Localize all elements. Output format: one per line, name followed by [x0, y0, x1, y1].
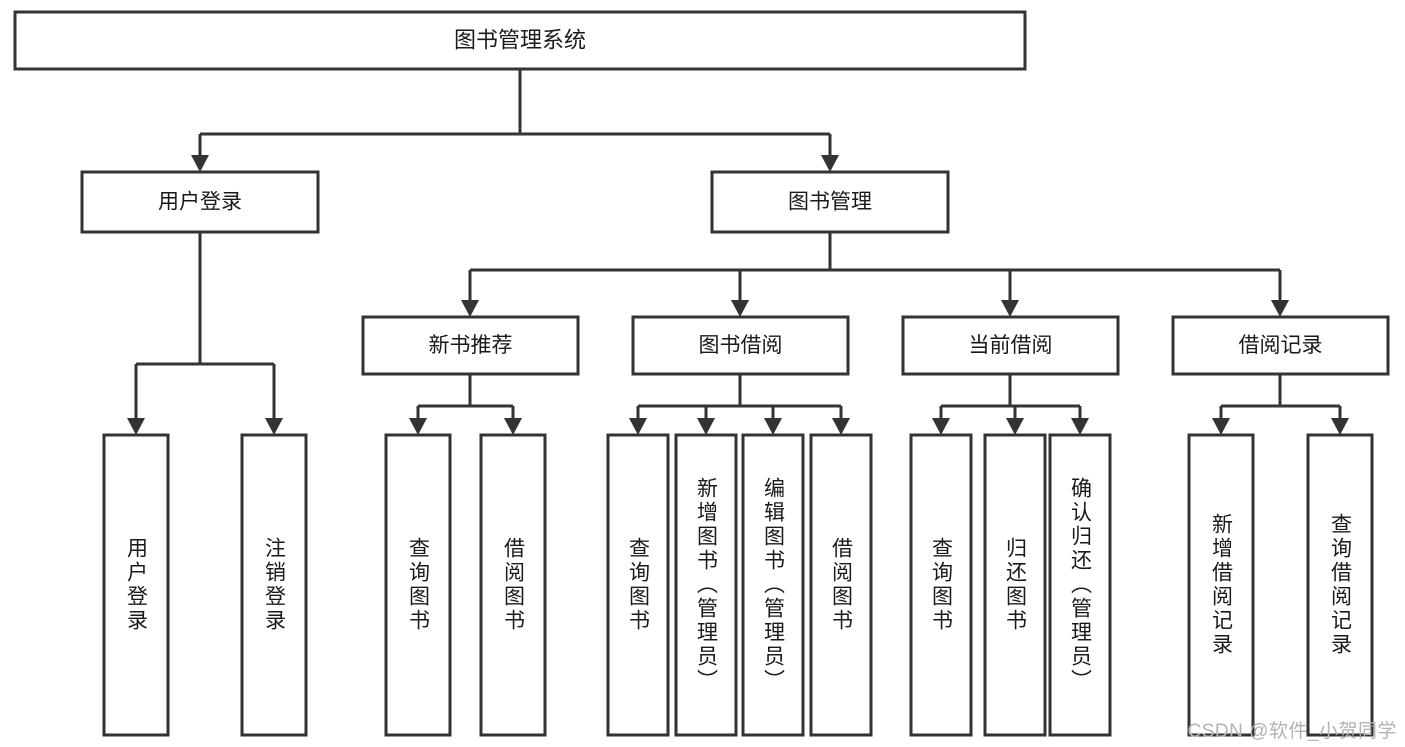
leaf-node-box[interactable] — [1048, 433, 1112, 737]
level3-node-box[interactable] — [361, 315, 580, 376]
leaf-node-借阅图书 — [809, 433, 873, 737]
level2-node-box[interactable] — [80, 170, 320, 234]
arrow-head-icon — [191, 155, 209, 172]
leaf-node-box[interactable] — [1187, 433, 1255, 737]
level3-node-图书借阅: 图书借阅 — [631, 315, 850, 376]
arrow-head-icon — [265, 418, 283, 435]
level2-node-图书管理: 图书管理 — [710, 170, 950, 234]
arrow-head-icon — [504, 418, 522, 435]
level3-node-label: 图书借阅 — [699, 334, 783, 357]
leaf-node-用户登录 — [102, 433, 170, 737]
connector-arrow — [461, 270, 479, 317]
connector-arrow — [764, 406, 782, 435]
leaf-node-查询借阅记录 — [1306, 433, 1374, 737]
level3-node-box[interactable] — [1171, 315, 1390, 376]
connector-arrow — [832, 406, 850, 435]
leaf-node-box[interactable] — [240, 433, 308, 737]
arrow-head-icon — [1001, 300, 1019, 317]
connector-arrow — [1001, 270, 1019, 317]
connector-arrow — [1071, 406, 1089, 435]
connector-arrow — [629, 406, 647, 435]
leaf-node-box[interactable] — [983, 433, 1047, 737]
leaf-node-查询图书 — [606, 433, 670, 737]
root-node-label: 图书管理系统 — [454, 27, 586, 52]
arrow-head-icon — [1212, 418, 1230, 435]
level3-node-新书推荐: 新书推荐 — [361, 315, 580, 376]
leaf-node-查询图书 — [384, 433, 452, 737]
connector-arrow — [127, 364, 145, 435]
leaf-node-查询图书 — [909, 433, 973, 737]
level3-node-借阅记录: 借阅记录 — [1171, 315, 1390, 376]
level2-node-box[interactable] — [710, 170, 950, 234]
arrow-head-icon — [1006, 418, 1024, 435]
leaf-node-box[interactable] — [606, 433, 670, 737]
level3-node-box[interactable] — [631, 315, 850, 376]
watermark-text: CSDN @软件_小贺同学 — [1187, 721, 1397, 742]
leaf-node-编辑图书-管理员 — [741, 433, 805, 737]
level3-node-label: 当前借阅 — [969, 334, 1053, 357]
connector-arrow — [821, 134, 839, 172]
level3-node-当前借阅: 当前借阅 — [901, 315, 1120, 376]
arrow-head-icon — [832, 418, 850, 435]
connector-arrow — [191, 134, 209, 172]
connector-arrow — [1331, 406, 1349, 435]
arrow-head-icon — [409, 418, 427, 435]
leaf-node-box[interactable] — [809, 433, 873, 737]
arrow-head-icon — [821, 155, 839, 172]
leaf-node-确认归还-管理员 — [1048, 433, 1112, 737]
root-node-图书管理系统: 图书管理系统 — [13, 10, 1027, 71]
level2-node-label: 图书管理 — [788, 191, 872, 214]
arrow-head-icon — [1271, 300, 1289, 317]
arrow-head-icon — [461, 300, 479, 317]
leaf-node-注销登录 — [240, 433, 308, 737]
connector-arrow — [409, 406, 427, 435]
arrow-head-icon — [1071, 418, 1089, 435]
arrow-head-icon — [932, 418, 950, 435]
leaf-node-box[interactable] — [384, 433, 452, 737]
arrow-head-icon — [127, 418, 145, 435]
level2-node-用户登录: 用户登录 — [80, 170, 320, 234]
leaf-node-box[interactable] — [1306, 433, 1374, 737]
level3-node-label: 借阅记录 — [1239, 334, 1323, 357]
leaf-node-新增借阅记录 — [1187, 433, 1255, 737]
connector-arrow — [697, 406, 715, 435]
leaf-node-box[interactable] — [741, 433, 805, 737]
leaf-node-借阅图书 — [479, 433, 547, 737]
level3-node-box[interactable] — [901, 315, 1120, 376]
connector-arrow — [932, 406, 950, 435]
connector-arrow — [1212, 406, 1230, 435]
leaf-node-box[interactable] — [674, 433, 738, 737]
leaf-node-box[interactable] — [102, 433, 170, 737]
leaf-node-新增图书-管理员 — [674, 433, 738, 737]
connector-arrow — [504, 406, 522, 435]
leaf-node-归还图书 — [983, 433, 1047, 737]
root-node-box[interactable] — [13, 10, 1027, 71]
arrow-head-icon — [731, 300, 749, 317]
connector-arrow — [731, 270, 749, 317]
leaf-node-box[interactable] — [909, 433, 973, 737]
arrow-head-icon — [629, 418, 647, 435]
arrow-head-icon — [764, 418, 782, 435]
level2-node-label: 用户登录 — [158, 191, 242, 214]
connector-arrow — [1006, 406, 1024, 435]
leaf-node-box[interactable] — [479, 433, 547, 737]
connector-arrow — [265, 364, 283, 435]
connector-arrow — [1271, 270, 1289, 317]
arrow-head-icon — [697, 418, 715, 435]
arrow-head-icon — [1331, 418, 1349, 435]
level3-node-label: 新书推荐 — [429, 334, 513, 357]
